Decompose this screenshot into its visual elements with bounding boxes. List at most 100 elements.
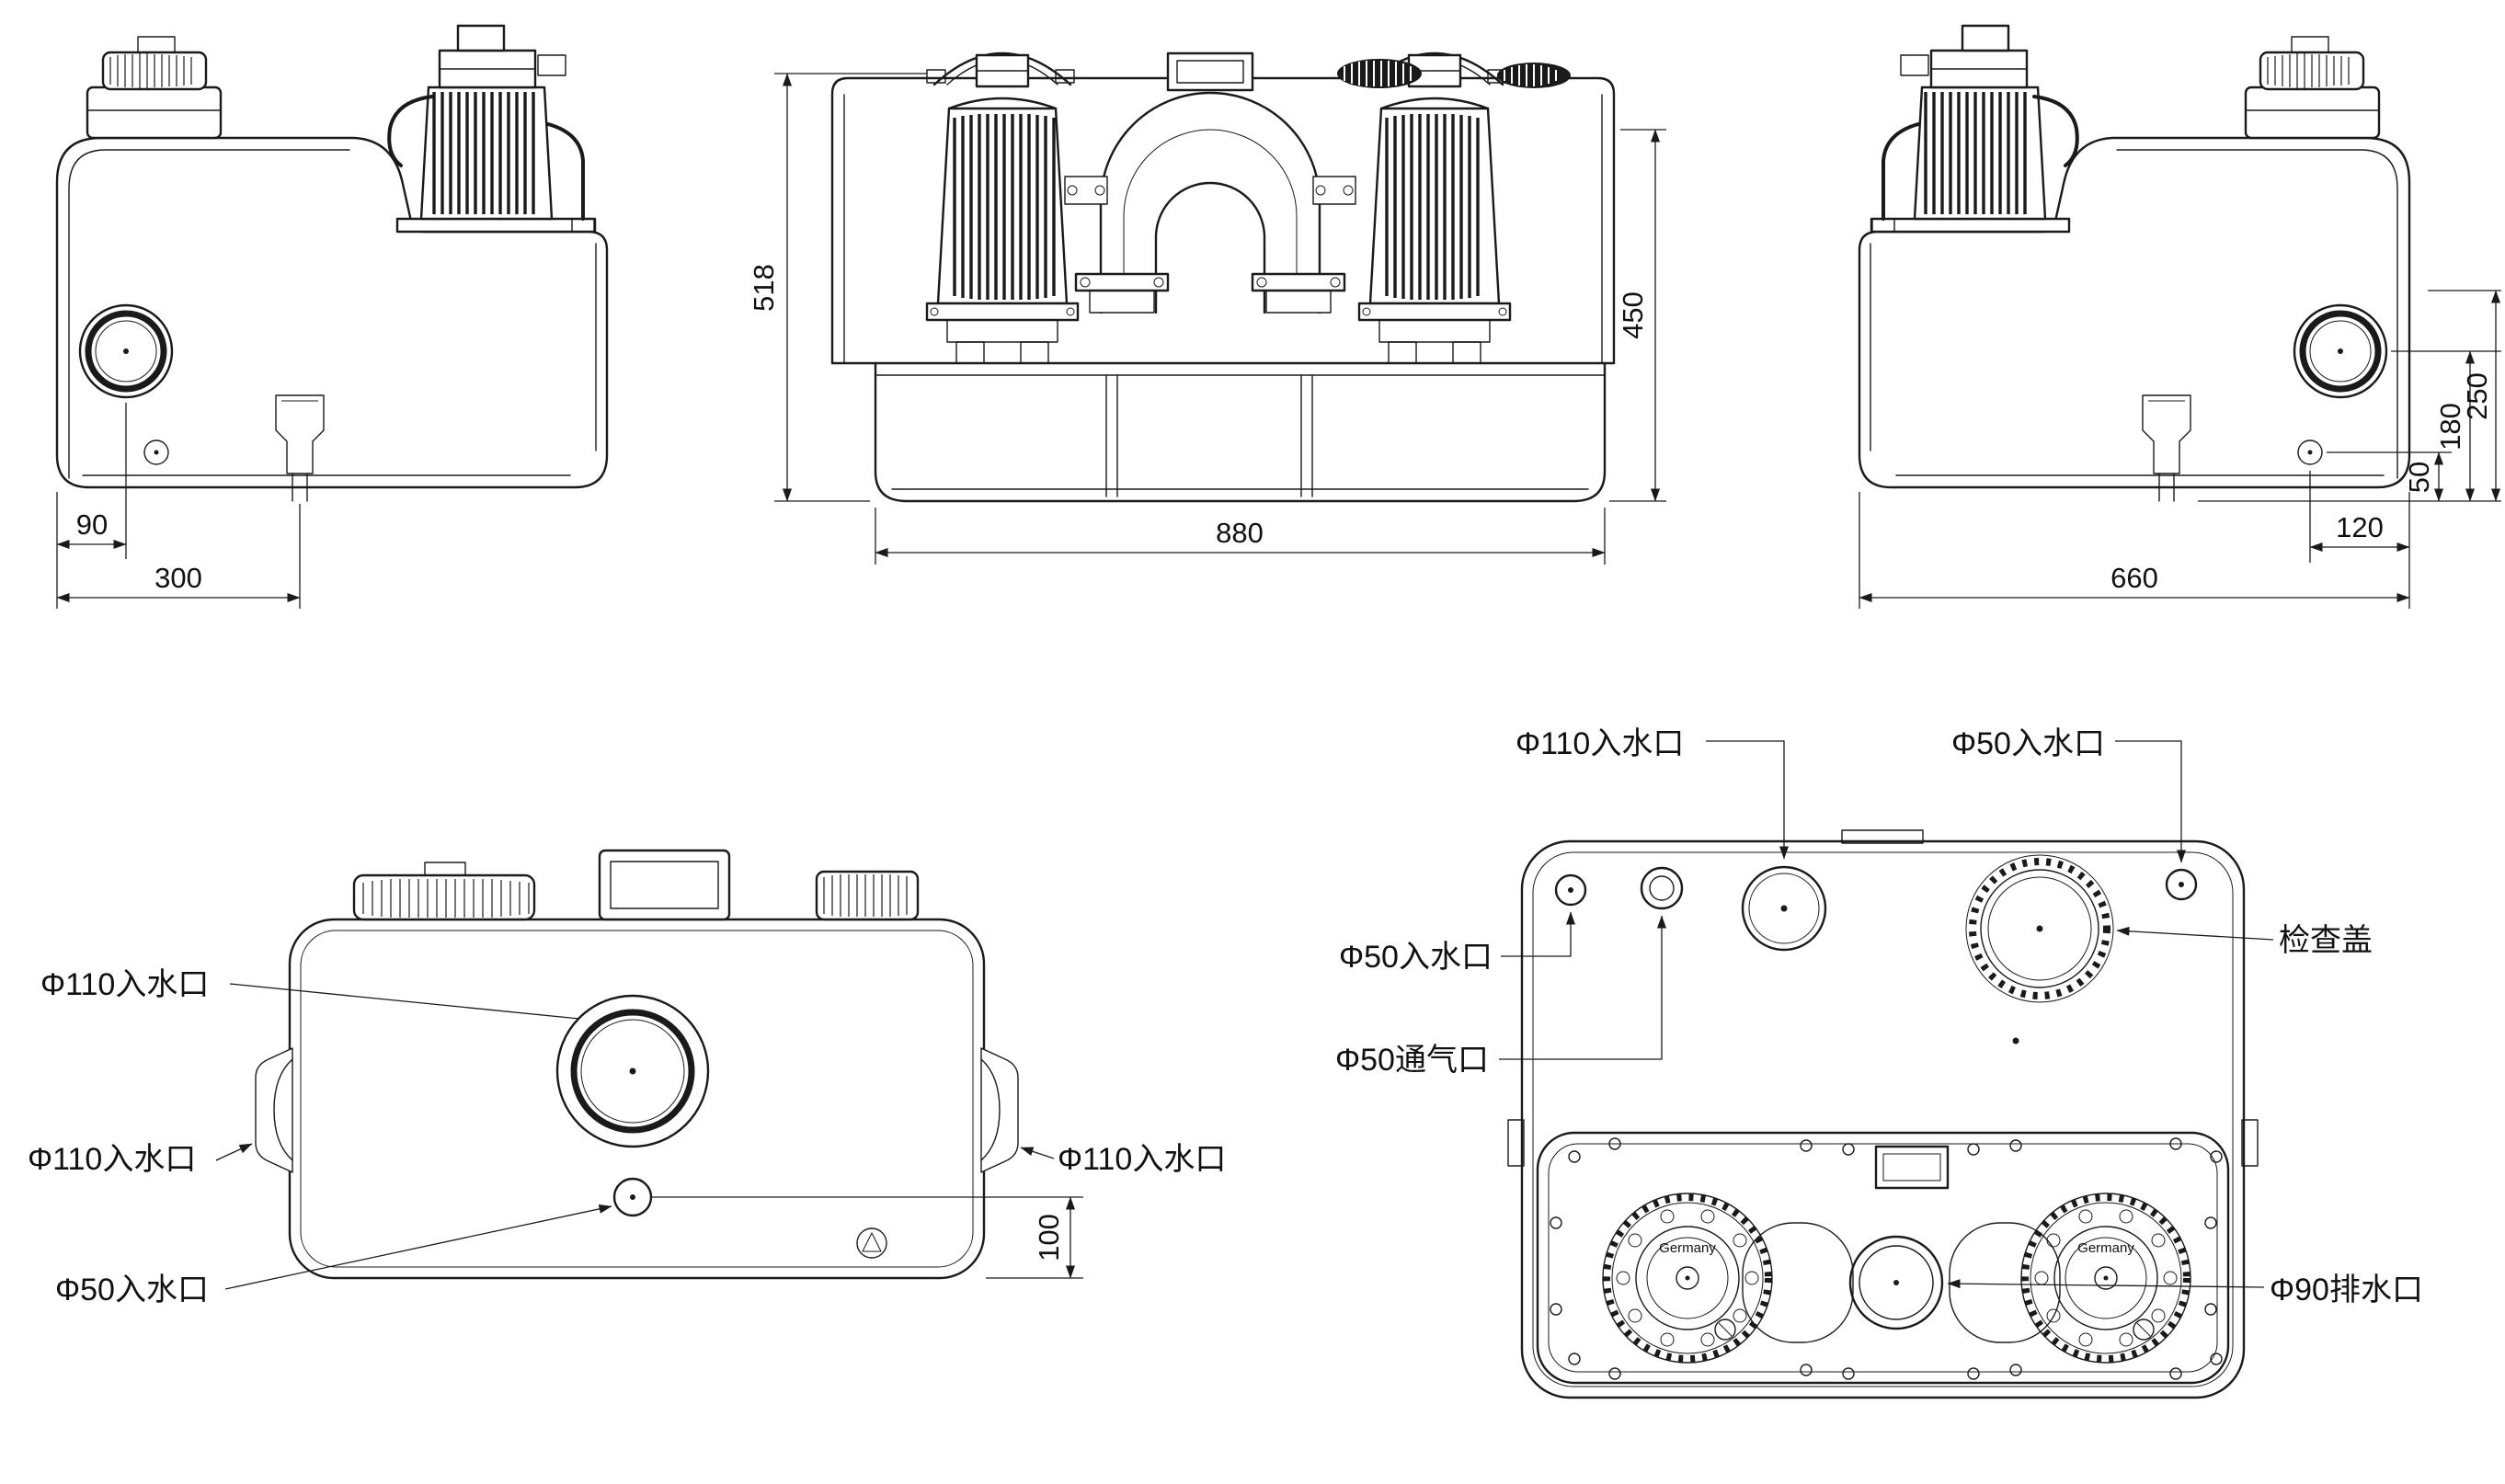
ext-lines-100	[651, 1196, 1083, 1279]
knurled-lid-small-ridges	[823, 874, 908, 917]
volute-left	[1742, 1222, 1854, 1343]
label-inlet110-main: Φ110入水口	[40, 967, 209, 1002]
pump-flange-right: Germany	[2020, 1193, 2191, 1364]
vent50-port-inner	[1649, 875, 1675, 901]
inlet50-left-center	[1568, 887, 1573, 893]
motor-body	[1368, 107, 1501, 305]
dim-660: 660	[2110, 562, 2158, 594]
pump-hose	[1882, 122, 1920, 221]
ext-lines-90-300	[56, 403, 301, 609]
drain-funnel	[2142, 394, 2191, 474]
label-inlet110-right: Φ110入水口	[1058, 1142, 1226, 1177]
junction-box-inner	[610, 861, 719, 909]
pump-platform	[1870, 217, 2071, 234]
inlet-port-outer	[2293, 303, 2388, 399]
pump-cable	[387, 95, 434, 167]
inspection-cover-outer	[1965, 854, 2114, 1003]
flange-bolt	[1362, 307, 1371, 316]
center-inlet-inner	[580, 1019, 685, 1124]
rim-inner-edges	[843, 94, 1603, 364]
view-top-plan: Φ110入水口 Φ110入水口 Φ50入水口 Φ110入水口 100	[28, 849, 1226, 1307]
inlet50-right-port	[2165, 868, 2198, 901]
inlet-port-center	[123, 348, 129, 354]
motor-side-fitting	[537, 54, 566, 76]
view-side-left: 90 300	[55, 24, 609, 609]
pump-foot	[1020, 341, 1049, 364]
ext-lines-right	[2198, 290, 2501, 502]
arch-base-block-right	[1265, 290, 1332, 314]
dim-250: 250	[2461, 372, 2493, 420]
inlet50-right-center	[2179, 882, 2184, 887]
tank-top-inner	[300, 930, 974, 1268]
dim-120: 120	[2336, 511, 2384, 543]
inlet50-left-port	[1554, 873, 1587, 907]
knurled-lid-tab	[424, 862, 466, 876]
motor-fins	[432, 92, 535, 214]
leader-inlet110-main	[229, 983, 580, 1020]
surface-dot	[2012, 1037, 2019, 1045]
arch-top-cap	[1166, 51, 1254, 92]
vent50-port	[1640, 866, 1684, 910]
small-port-center	[2307, 450, 2313, 455]
motor-side-fitting	[1900, 54, 1929, 76]
lower-tank-inner	[875, 374, 1606, 490]
label-inlet110: Φ110入水口	[1516, 726, 1684, 761]
hose-fitting	[571, 218, 595, 233]
volute-right	[1949, 1222, 2061, 1343]
leader-inspection-cover	[2116, 926, 2274, 941]
junction-box	[598, 849, 731, 921]
pump-foot	[955, 341, 985, 364]
flange-bolt	[1256, 277, 1267, 288]
pump-flange-left: Germany	[1602, 1193, 1773, 1364]
body-outline	[1520, 839, 2246, 1399]
flange-bolt	[930, 307, 939, 316]
pump-flange	[925, 302, 1080, 322]
drain-funnel	[275, 394, 325, 474]
pump-right	[1357, 51, 1512, 364]
leader-inlet50-top	[2115, 740, 2186, 863]
dim-518: 518	[748, 264, 780, 312]
inlet-port-inner	[95, 320, 157, 382]
inspection-cover-knurl	[1969, 858, 2110, 999]
coupling-bolt	[1094, 185, 1105, 196]
motor-connector-box	[1961, 24, 2010, 52]
view-top-fittings: Germany Germany	[1335, 726, 2423, 1399]
lower-tank-seams	[1105, 374, 1313, 497]
outlet90-port-inner	[1859, 1245, 1934, 1320]
lid-cap-ridges	[2267, 53, 2350, 88]
inlet-port-outer	[78, 303, 174, 399]
dim-100: 100	[1033, 1214, 1065, 1261]
drain-plug-slot	[1718, 1322, 1733, 1337]
screw-cap-ridges	[1504, 64, 1557, 86]
drain-stub	[2158, 473, 2175, 502]
inlet110-port	[1741, 865, 1827, 952]
dim-50: 50	[2403, 462, 2435, 493]
inspection-cover-inner	[1987, 876, 2092, 981]
label-vent50: Φ50通气口	[1335, 1043, 1489, 1078]
arch-coupling-right	[1312, 176, 1356, 205]
arch-pipe-mid	[1123, 129, 1298, 313]
label-inlet50-top: Φ50入水口	[1951, 726, 2105, 761]
arch-coupling-left	[1064, 176, 1108, 205]
inlet-port-ring	[2299, 310, 2382, 393]
inlet-port-ring	[85, 310, 167, 393]
inlet110-center	[1780, 905, 1788, 912]
brand-mark-triangle	[862, 1232, 882, 1252]
inlet-port-center	[2338, 348, 2343, 354]
arch-top-cap-inner	[1176, 60, 1244, 84]
inlet-port-inner	[2309, 320, 2372, 382]
pump-base	[1378, 319, 1491, 343]
cover-access-box	[1874, 1145, 1950, 1190]
handle-foot	[1055, 69, 1075, 84]
dim-180: 180	[2434, 403, 2466, 451]
arch-flange-right	[1251, 272, 1346, 292]
label-inspection-cover: 检查盖	[2279, 923, 2373, 958]
dim-880: 880	[1216, 517, 1264, 549]
arch-flange-left	[1074, 272, 1170, 292]
flange-brand-text: Germany	[2077, 1240, 2134, 1256]
arch-pipe-outer	[1099, 91, 1321, 314]
tank-outline	[55, 136, 609, 489]
flange-bolt	[1080, 277, 1091, 288]
small-port	[2297, 439, 2323, 465]
